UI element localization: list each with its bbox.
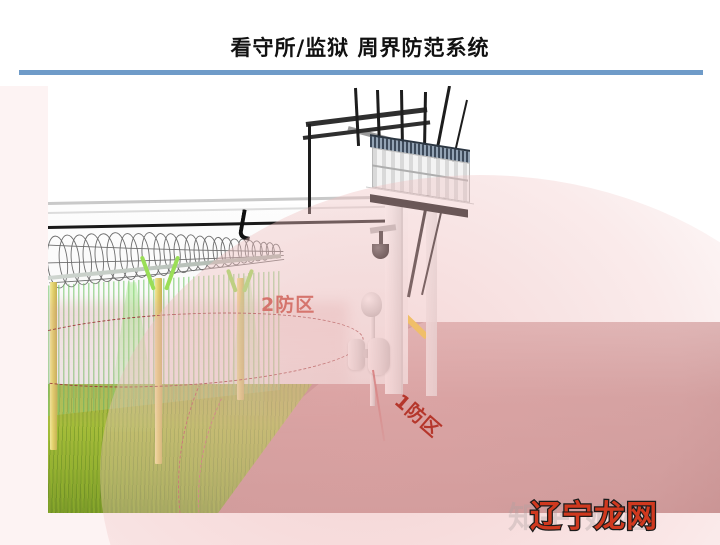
- zone2-label: 2防区: [261, 294, 316, 316]
- title-divider: [19, 70, 703, 75]
- fence-post: [50, 282, 57, 450]
- tower-post-left: [308, 124, 311, 214]
- page-title: 看守所/监狱 周界防范系统: [230, 36, 490, 60]
- diagram-canvas: 2防区 1防区 知乎 妲姐 辽宁龙网: [0, 86, 720, 545]
- perimeter-scene: 2防区: [48, 86, 720, 513]
- watermark-background: 知乎 妲姐: [508, 501, 649, 536]
- detector-head-icon: [361, 292, 382, 317]
- watermark-foreground: 辽宁龙网: [529, 498, 659, 537]
